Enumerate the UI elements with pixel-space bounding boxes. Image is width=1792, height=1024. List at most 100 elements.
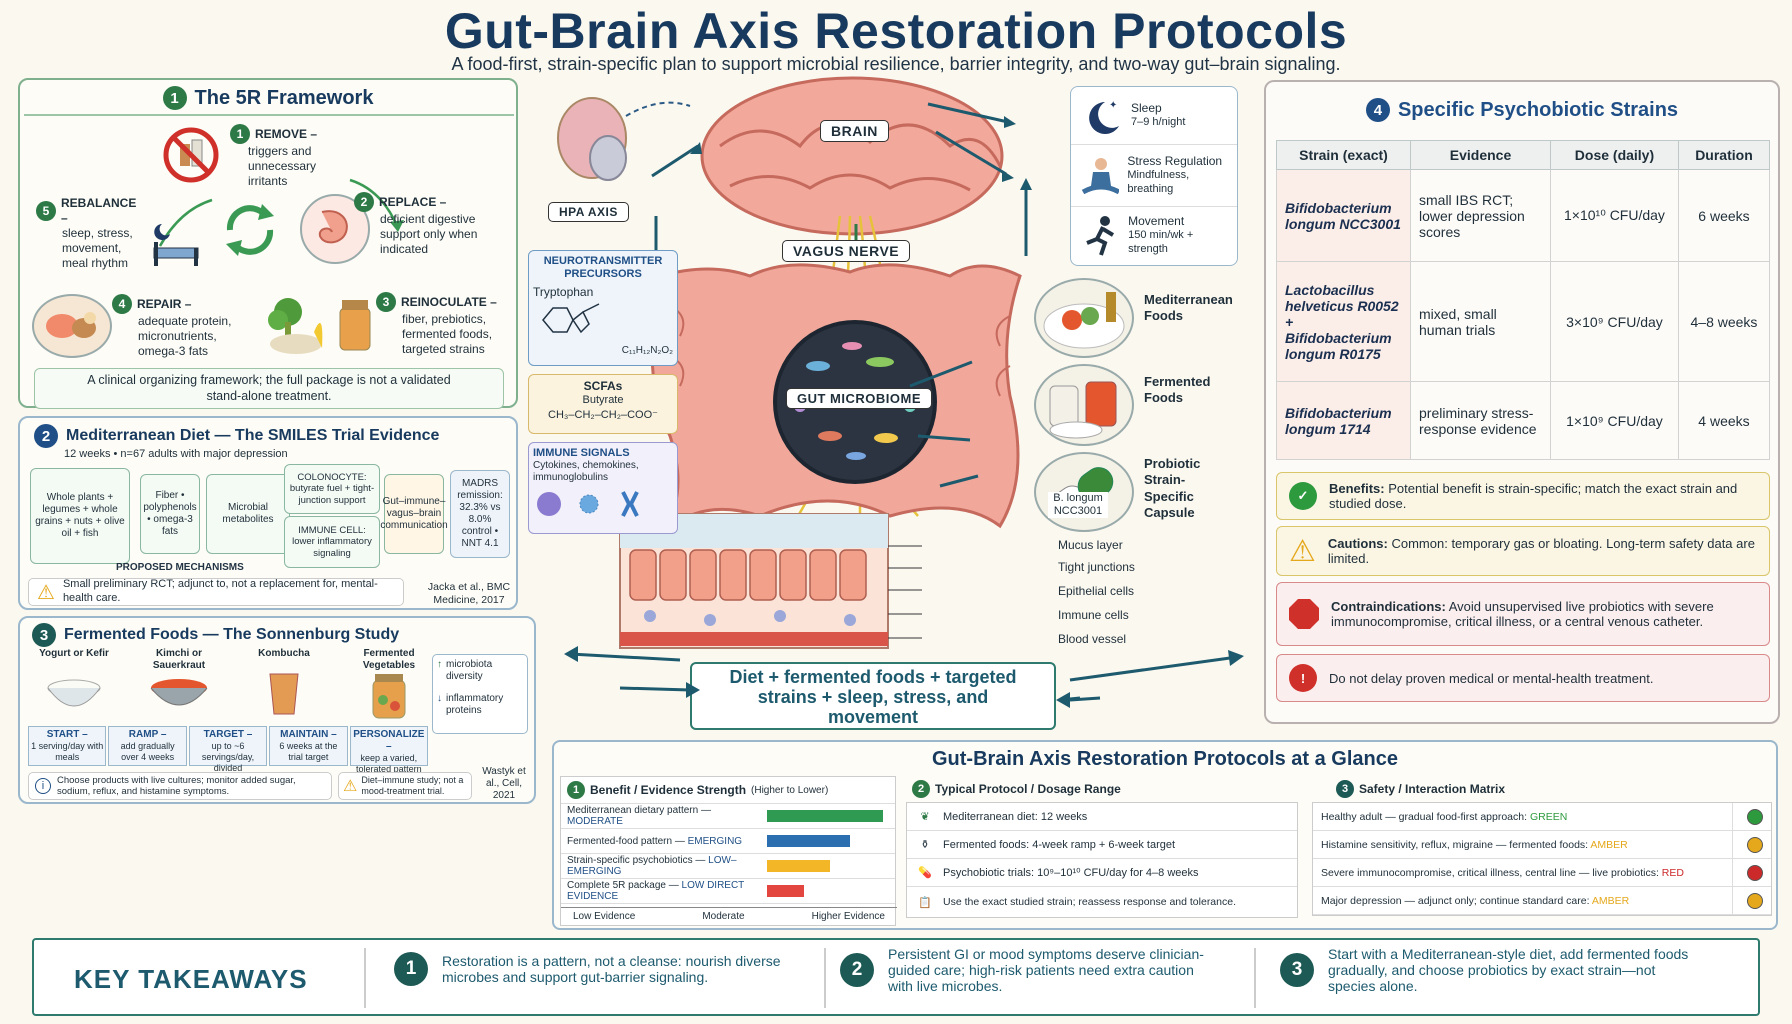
duration-cell: 4 weeks <box>1677 381 1771 460</box>
center-diagram: BRAIN HPA AXIS VAGUS NERVE GUT MICROBIOM… <box>528 76 1250 736</box>
status-dot-icon <box>1747 808 1763 825</box>
contraindications-label: Contraindications: <box>1331 599 1446 614</box>
benefits-text: Potential benefit is strain-specific; ma… <box>1329 481 1738 511</box>
effect-inflammatory: inflammatory proteins <box>446 693 504 716</box>
evidence-bar-level: EMERGING <box>687 835 743 847</box>
glance-col2-number: 2 <box>912 780 930 798</box>
mechanisms-label: PROPOSED MECHANISMS <box>116 562 244 573</box>
axis-low: Low Evidence <box>573 911 636 922</box>
food-fermented-veg-label: Fermented Vegetables <box>362 648 416 671</box>
step-personalize-label: PERSONALIZE – <box>353 729 425 752</box>
glance-col1-subtitle: (Higher to Lower) <box>751 784 829 796</box>
fermented-foods-image <box>1034 364 1134 446</box>
probiotic-capsule-image: B. longum NCC3001 <box>1034 452 1134 532</box>
evidence-bar <box>767 885 804 897</box>
smiles-meta: 12 weeks • n=67 adults with major depres… <box>64 448 288 460</box>
rebalance-label: REBALANCE – <box>61 196 137 225</box>
step-start-text: 1 serving/day with meals <box>31 741 104 762</box>
food-kombucha-label: Kombucha <box>258 648 310 659</box>
tryptophan-structure-icon <box>542 303 600 334</box>
replace-text: deficient digestive support only when in… <box>380 212 478 256</box>
protocol-row-strain: 📋Use the exact studied strain; reassess … <box>907 887 1297 917</box>
glance-col-safety: 3 Safety / Interaction Matrix Healthy ad… <box>1312 776 1772 926</box>
safety-matrix: Healthy adult — gradual food-first appro… <box>1312 802 1772 916</box>
mediterranean-foods-image <box>1034 278 1134 358</box>
evidence-cell: small IBS RCT; lower depression scores <box>1410 169 1551 262</box>
evidence-cell: mixed, small human trials <box>1410 261 1551 382</box>
food-yogurt-label: Yogurt or Kefir <box>39 648 109 659</box>
glance-col-protocol: 2 Typical Protocol / Dosage Range ❦ Medit… <box>906 776 1298 926</box>
rebalance-text: sleep, stress, movement, meal rhythm <box>62 226 133 270</box>
benefits-note: ✓ Benefits: Potential benefit is strain-… <box>1276 472 1770 520</box>
glance-col2-title: Typical Protocol / Dosage Range <box>935 782 1121 796</box>
strains-table: Strain (exact) Evidence Dose (daily) Dur… <box>1276 140 1771 460</box>
no-triggers-icon <box>162 126 220 184</box>
smiles-flow-colonocyte: COLONOCYTE: butyrate fuel + tight-juncti… <box>284 464 380 514</box>
urgent-note: ! Do not delay proven medical or mental-… <box>1276 654 1770 702</box>
status-dot-icon <box>1747 836 1763 853</box>
col-duration: Duration <box>1677 140 1771 170</box>
remove-text: triggers and unnecessary irritants <box>248 144 317 188</box>
smiles-flow-nutrients: Fiber • polyphenols • omega-3 fats <box>140 474 200 554</box>
immune-cells-icon <box>537 491 639 518</box>
benefits-label: Benefits: <box>1329 481 1385 496</box>
glance-col3-number: 3 <box>1336 780 1354 798</box>
evidence-cell: preliminary stress-response evidence <box>1410 381 1551 460</box>
takeaway-2-text: Persistent GI or mood symptoms deserve c… <box>888 946 1204 994</box>
repair-text: adequate protein, micronutrients, omega-… <box>138 314 232 358</box>
remove-number: 1 <box>230 124 250 144</box>
table-row: Lactobacillus helveticus R0052 + Bifidob… <box>1276 261 1771 382</box>
step-maintain: MAINTAIN –6 weeks at the trial target <box>269 726 348 766</box>
leaf-icon: ❦ <box>920 811 930 823</box>
evidence-bar-label: Complete 5R package — LOW DIRECT EVIDENC… <box>567 880 767 902</box>
cautions-note: ⚠ Cautions: Common: temporary gas or blo… <box>1276 526 1770 576</box>
evidence-bar-level: LOW DIRECT EVIDENCE <box>567 880 745 902</box>
cautions-label: Cautions: <box>1327 536 1388 551</box>
kimchi-bowl-icon <box>150 679 208 706</box>
smiles-flow-outcome: MADRS remission: 32.3% vs 8.0% control •… <box>450 470 510 558</box>
immune-text: Cytokines, chemokines, immunoglobulins <box>533 460 639 484</box>
takeaways-panel: KEY TAKEAWAYS 1 Restoration is a pattern… <box>32 938 1760 1016</box>
framework-title-row: 1 The 5R Framework <box>20 86 516 110</box>
fermented-panel: 3 Fermented Foods — The Sonnenburg Study… <box>18 616 536 804</box>
strains-title: Specific Psychobiotic Strains <box>1397 98 1679 121</box>
barrier-epithelial: Epithelial cells <box>1058 584 1135 598</box>
evidence-bar-text: Mediterranean dietary pattern — <box>567 805 711 816</box>
reinoculate-label: REINOCULATE – <box>401 294 497 309</box>
safety-row: Histamine sensitivity, reflux, migraine … <box>1313 831 1771 859</box>
step-target: TARGET –up to ~6 servings/day, divided <box>188 726 268 773</box>
rebalance-number: 5 <box>36 201 56 221</box>
smiles-panel: 2 Mediterranean Diet — The SMILES Trial … <box>18 416 518 610</box>
smiles-flow-communication: Gut–immune–vagus–brain communication <box>380 474 448 554</box>
step-target-text: up to ~6 servings/day, divided <box>201 741 255 773</box>
step-personalize: PERSONALIZE –keep a varied, tolerated pa… <box>349 726 429 774</box>
strains-panel: 4 Specific Psychobiotic Strains Strain (… <box>1264 80 1780 724</box>
dose-cell: 3×10⁹ CFU/day <box>1550 261 1679 382</box>
protocol-row-strain-text: Use the exact studied strain; reassess r… <box>943 896 1236 908</box>
warning-icon: ⚠ <box>1289 534 1316 568</box>
smiles-flow-immune-cell: IMMUNE CELL: lower inflammatory signalin… <box>284 516 380 568</box>
glance-col1-number: 1 <box>567 781 585 799</box>
protocol-row-psychobiotic-text: Psychobiotic trials: 10⁹–10¹⁰ CFU/day fo… <box>943 867 1199 879</box>
protocol-row-diet-text: Mediterranean diet: 12 weeks <box>943 810 1088 823</box>
scfa-text: Butyrate <box>582 394 624 406</box>
fiber-foods-icon <box>258 288 388 360</box>
col-evidence: Evidence <box>1410 140 1551 170</box>
check-icon: ✓ <box>1289 482 1317 510</box>
smiles-flow-metabolites: Microbial metabolites <box>206 474 290 554</box>
food-kimchi: Kimchi or Sauerkraut <box>134 648 224 725</box>
meditation-icon <box>1081 157 1120 194</box>
takeaway-1-number: 1 <box>394 952 428 986</box>
safety-row-label: Histamine sensitivity, reflux, migraine … <box>1321 839 1718 851</box>
immune-title: IMMUNE SIGNALS <box>533 447 630 459</box>
safety-row-text: Major depression — adjunct only; continu… <box>1321 894 1590 907</box>
probiotic-capsule-label: Probiotic Strain-Specific Capsule <box>1144 456 1201 520</box>
takeaway-item: 3 Start with a Mediterranean-style diet,… <box>1280 946 1690 994</box>
contraindications-text: Avoid unsupervised live probiotics with … <box>1331 599 1714 629</box>
evidence-bars: Mediterranean dietary pattern — MODERATE… <box>561 804 895 904</box>
gut-microbiome-label: GUT MICROBIOME <box>786 388 932 409</box>
